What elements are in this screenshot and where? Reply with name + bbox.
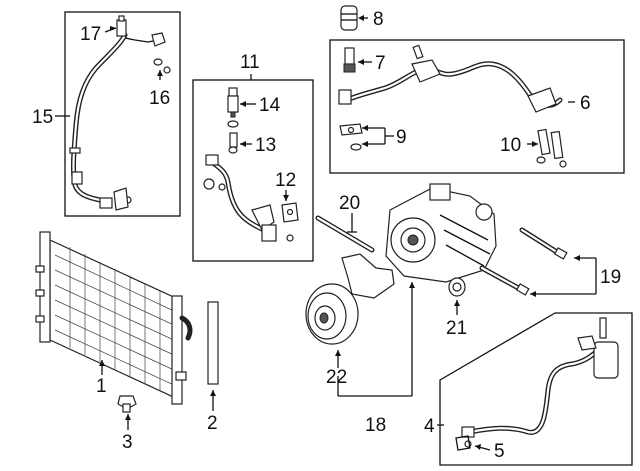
hose-group-box-4 <box>439 312 633 466</box>
receiver-dryer-8[interactable] <box>340 5 358 31</box>
callout-18: 18 <box>365 415 386 436</box>
callout-12: 12 <box>275 170 296 191</box>
hose-group-box-6 <box>329 39 625 174</box>
valve-7[interactable] <box>343 47 356 73</box>
callout-20: 20 <box>339 193 360 214</box>
callout-19: 19 <box>600 267 621 288</box>
stud-20[interactable] <box>315 215 375 253</box>
clutch-bracket[interactable] <box>341 253 395 299</box>
gasket-9[interactable] <box>339 123 363 151</box>
callout-6: 6 <box>580 93 591 114</box>
callout-2: 2 <box>207 413 218 434</box>
callout-7: 7 <box>375 53 386 74</box>
discharge-hose-11[interactable] <box>203 154 277 242</box>
callout-15: 15 <box>32 107 53 128</box>
callout-8: 8 <box>373 9 384 30</box>
clutch-pulley-22[interactable] <box>305 283 359 345</box>
suction-line-4[interactable] <box>461 317 619 438</box>
callout-10: 10 <box>500 135 521 156</box>
callout-5: 5 <box>494 441 505 462</box>
callout-11: 11 <box>240 52 260 73</box>
bolt-3[interactable] <box>117 395 137 413</box>
valve-13[interactable] <box>228 132 238 154</box>
bushing-21[interactable] <box>448 277 466 297</box>
callout-14: 14 <box>259 95 281 116</box>
sensor-14[interactable] <box>227 87 239 118</box>
oring-5[interactable] <box>455 435 472 451</box>
hose-group-box-11 <box>192 79 314 262</box>
callout-3: 3 <box>122 432 133 453</box>
bracket-15[interactable] <box>113 187 132 211</box>
hose-group-box-15 <box>64 11 181 217</box>
callout-1: 1 <box>96 376 107 397</box>
fitting-17[interactable] <box>116 15 127 37</box>
oring-14[interactable] <box>227 120 239 128</box>
bracket-12[interactable] <box>281 202 299 242</box>
liquid-line-6[interactable] <box>338 44 563 113</box>
callout-16: 16 <box>149 88 170 109</box>
seal-strip-2[interactable] <box>207 301 219 385</box>
oring-10[interactable] <box>536 128 567 168</box>
callout-17: 17 <box>80 24 101 45</box>
compressor-18[interactable] <box>385 183 497 283</box>
callout-13: 13 <box>255 135 276 156</box>
condenser-1[interactable] <box>35 231 193 405</box>
callout-9: 9 <box>396 127 407 148</box>
callout-4: 4 <box>424 416 435 437</box>
suction-hose-15[interactable] <box>69 32 159 209</box>
leader-lines <box>55 15 597 451</box>
bolts-19[interactable] <box>479 227 568 296</box>
oring-16[interactable] <box>151 32 171 74</box>
callout-21: 21 <box>446 318 467 339</box>
callout-22: 22 <box>326 367 347 388</box>
